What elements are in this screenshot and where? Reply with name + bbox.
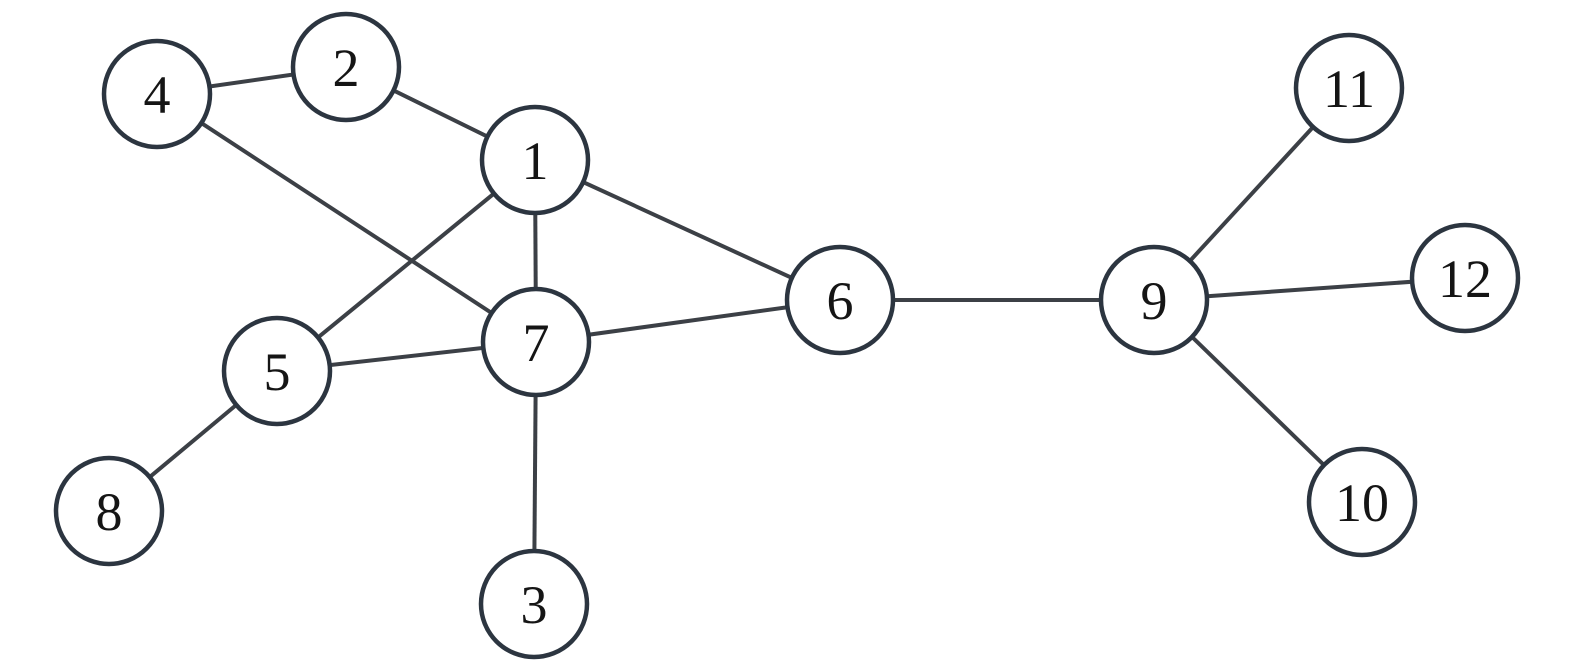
node-label: 1: [522, 131, 549, 191]
node-label: 6: [827, 271, 854, 331]
node-label: 7: [523, 313, 550, 373]
edge-1-6: [534, 158, 841, 302]
node-circle: [478, 548, 590, 660]
node-12: 12: [1409, 222, 1521, 334]
node-2: 2: [290, 11, 402, 123]
node-4: 4: [101, 38, 213, 150]
node-circle: [101, 38, 213, 150]
node-label: 11: [1323, 59, 1375, 119]
node-11: 11: [1293, 32, 1405, 144]
node-7: 7: [480, 286, 592, 398]
node-circle: [784, 244, 896, 356]
node-circle: [290, 11, 402, 123]
node-8: 8: [53, 455, 165, 567]
node-circle: [221, 315, 333, 427]
node-3: 3: [478, 548, 590, 660]
node-label: 8: [96, 482, 123, 542]
node-circle: [480, 286, 592, 398]
node-label: 4: [144, 65, 171, 125]
node-circle: [1306, 446, 1418, 558]
node-circle: [1293, 32, 1405, 144]
node-circle: [53, 455, 165, 567]
node-9: 9: [1098, 244, 1210, 356]
node-circle: [1098, 244, 1210, 356]
node-label: 3: [521, 575, 548, 635]
node-label: 5: [264, 342, 291, 402]
node-label: 9: [1141, 271, 1168, 331]
node-label: 2: [333, 38, 360, 98]
node-label: 10: [1335, 473, 1389, 533]
node-circle: [1409, 222, 1521, 334]
node-1: 1: [479, 104, 591, 216]
node-circle: [479, 104, 591, 216]
node-10: 10: [1306, 446, 1418, 558]
edge-1-5: [275, 158, 537, 373]
node-label: 12: [1438, 249, 1492, 309]
node-6: 6: [784, 244, 896, 356]
edge-4-7: [155, 92, 538, 344]
node-5: 5: [221, 315, 333, 427]
